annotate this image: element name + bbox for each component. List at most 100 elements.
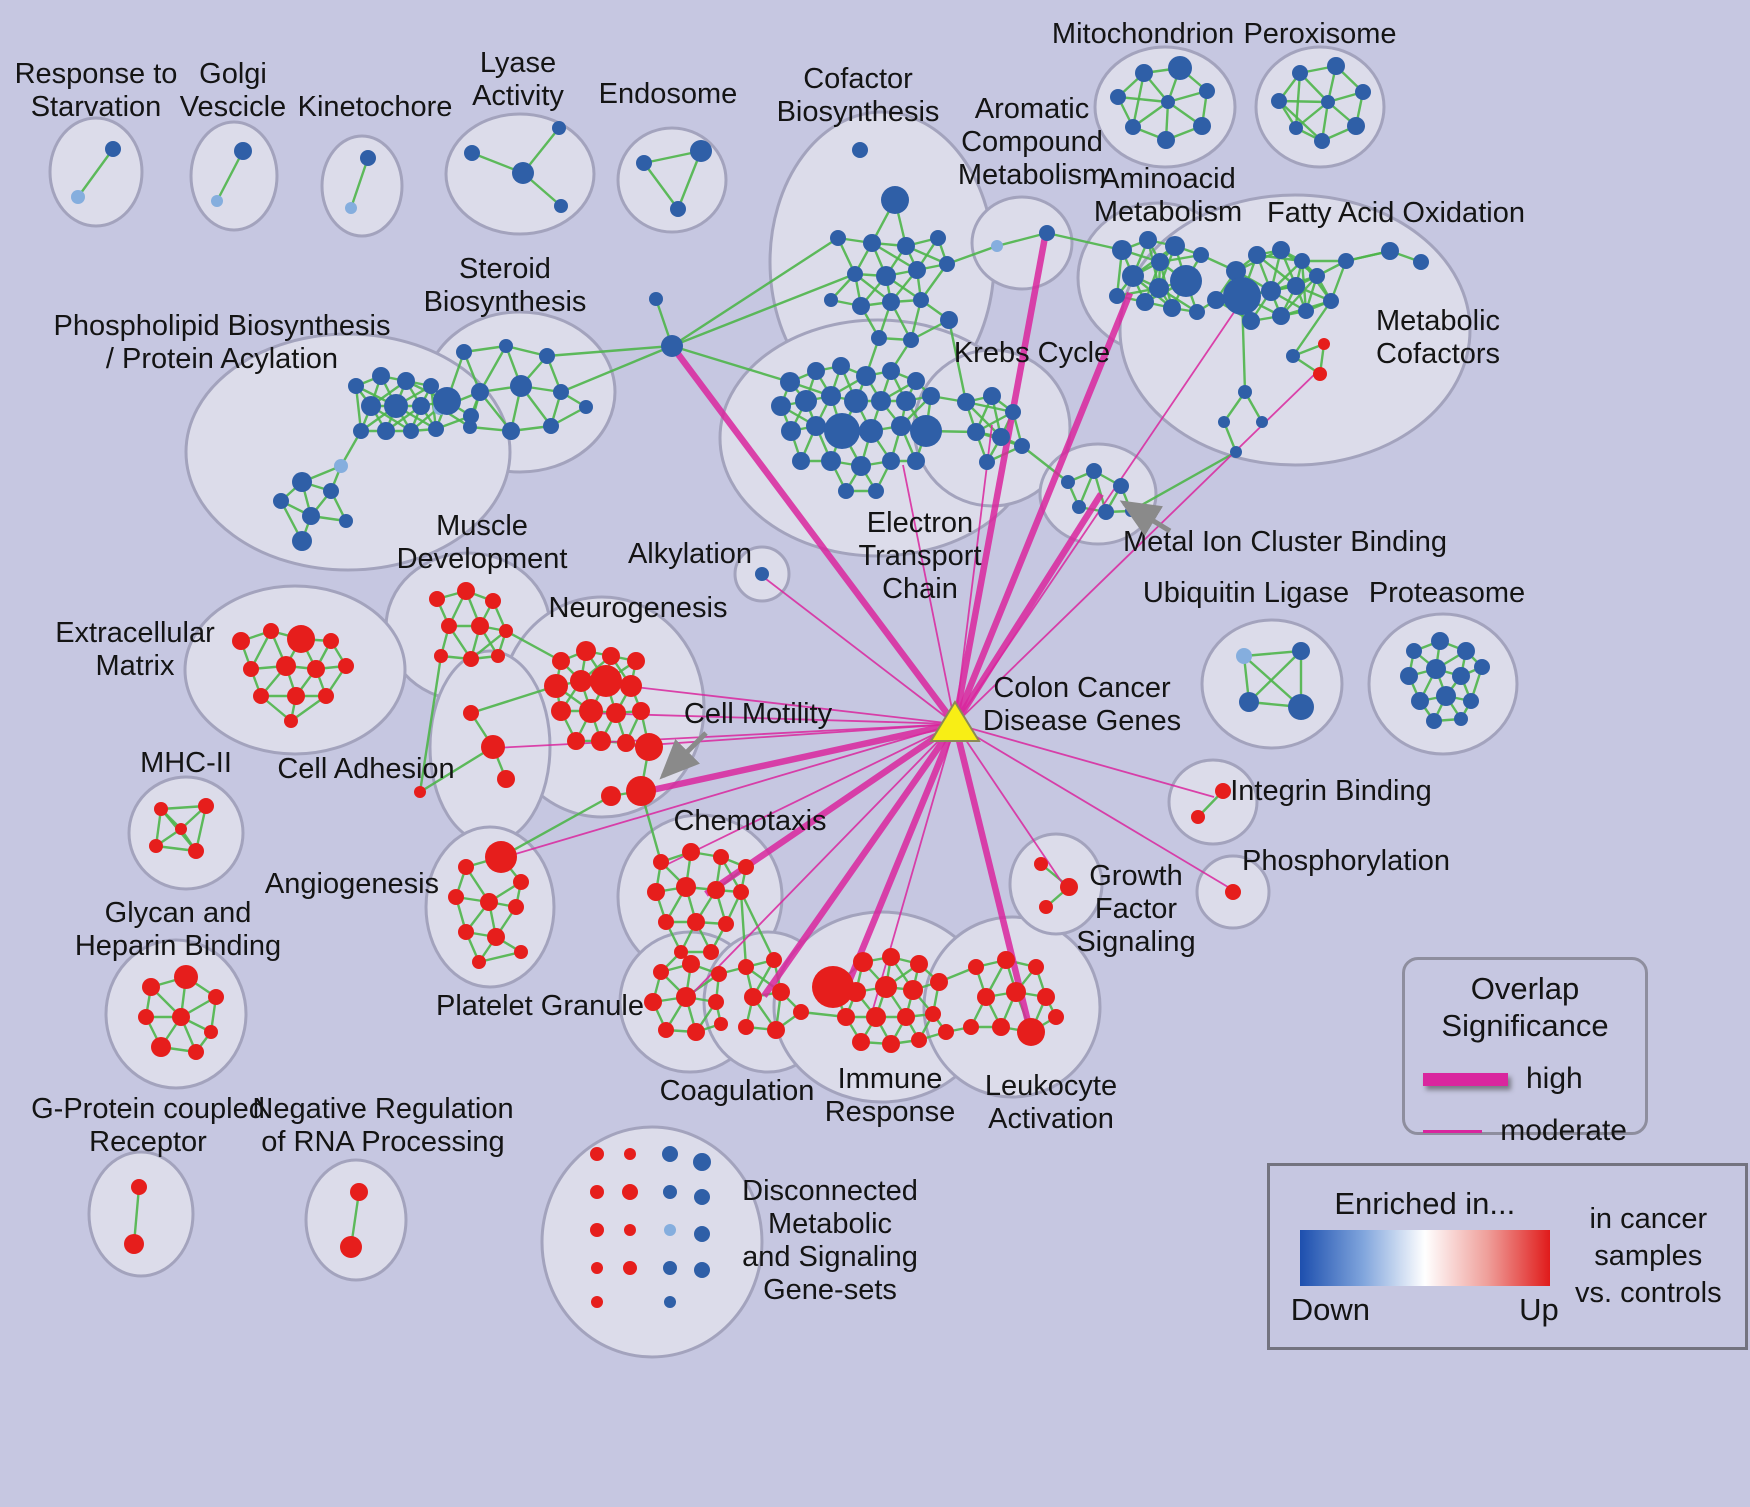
gene-set-node bbox=[591, 731, 611, 751]
cluster-label: Kinetochore bbox=[298, 91, 453, 123]
gene-set-node bbox=[348, 378, 364, 394]
gene-set-node bbox=[1109, 288, 1125, 304]
gene-set-node bbox=[853, 952, 873, 972]
gene-set-node bbox=[1226, 261, 1246, 281]
gene-set-node bbox=[1294, 253, 1310, 269]
gene-set-node bbox=[1191, 810, 1205, 824]
gene-set-node bbox=[664, 1224, 676, 1236]
cluster-label: Angiogenesis bbox=[265, 868, 439, 900]
gene-set-node bbox=[663, 1185, 677, 1199]
high-significance-line-swatch bbox=[1423, 1072, 1508, 1086]
gene-set-node bbox=[1157, 131, 1175, 149]
gene-set-node bbox=[622, 1184, 638, 1200]
gene-set-node bbox=[198, 798, 214, 814]
gene-set-node bbox=[138, 1009, 154, 1025]
gene-set-node bbox=[913, 292, 929, 308]
gene-set-node bbox=[658, 1022, 674, 1038]
gene-set-node bbox=[687, 1023, 705, 1041]
gene-set-node bbox=[485, 841, 517, 873]
gene-set-node bbox=[463, 651, 479, 667]
gene-set-node bbox=[1225, 884, 1241, 900]
cluster-label: Alkylation bbox=[628, 538, 752, 570]
gene-set-node bbox=[1426, 659, 1446, 679]
cluster-label: Mitochondrion bbox=[1052, 18, 1234, 50]
gene-set-node bbox=[868, 483, 884, 499]
gene-set-node bbox=[131, 1179, 147, 1195]
gene-set-node bbox=[485, 593, 501, 609]
gene-set-node bbox=[626, 776, 656, 806]
gene-set-node bbox=[733, 884, 749, 900]
enriched-title: Enriched in... bbox=[1334, 1185, 1516, 1221]
gene-set-node bbox=[188, 843, 204, 859]
gene-set-node bbox=[824, 413, 860, 449]
gene-set-node bbox=[579, 699, 603, 723]
gene-set-node bbox=[1163, 299, 1181, 317]
gene-set-node bbox=[676, 987, 696, 1007]
colon-cancer-disease-genes-triangle bbox=[929, 700, 981, 742]
gene-set-node bbox=[891, 416, 911, 436]
gene-set-node bbox=[579, 400, 593, 414]
gene-set-node bbox=[1313, 367, 1327, 381]
gene-set-node bbox=[1271, 93, 1287, 109]
gene-set-node bbox=[1248, 246, 1266, 264]
gene-set-node bbox=[1287, 277, 1305, 295]
gene-set-node bbox=[124, 1234, 144, 1254]
gene-set-node bbox=[851, 456, 871, 476]
overlap-moderate-row: moderate bbox=[1423, 1114, 1627, 1148]
gene-set-node bbox=[499, 624, 513, 638]
gene-set-node bbox=[1431, 632, 1449, 650]
gene-set-node bbox=[273, 493, 289, 509]
gene-set-node bbox=[793, 1004, 809, 1020]
cluster-label: Peroxisome bbox=[1243, 18, 1396, 50]
gene-set-node bbox=[624, 1224, 636, 1236]
gene-set-node bbox=[345, 202, 357, 214]
gene-set-node bbox=[480, 893, 498, 911]
gene-set-node bbox=[340, 1236, 362, 1258]
side-note-line1: in cancer bbox=[1589, 1203, 1708, 1235]
gene-set-node bbox=[653, 964, 669, 980]
gene-set-node bbox=[772, 983, 790, 1001]
gene-set-node bbox=[243, 661, 259, 677]
gene-set-node bbox=[384, 394, 408, 418]
gene-set-node bbox=[983, 387, 1001, 405]
gene-set-node bbox=[1457, 642, 1475, 660]
gene-set-node bbox=[105, 141, 121, 157]
gene-set-node bbox=[991, 240, 1003, 252]
gene-set-node bbox=[508, 899, 524, 915]
cluster-bubble-mhc-ii bbox=[127, 775, 245, 891]
gene-set-node bbox=[456, 344, 472, 360]
gene-set-node bbox=[627, 652, 645, 670]
gene-set-node bbox=[738, 959, 754, 975]
gene-set-node bbox=[552, 652, 570, 670]
gene-set-node bbox=[1014, 438, 1030, 454]
gene-set-node bbox=[844, 389, 868, 413]
gene-set-node bbox=[590, 1185, 604, 1199]
enriched-side-note: in cancer samples vs. controls bbox=[1566, 1201, 1731, 1312]
gene-set-node bbox=[284, 714, 298, 728]
gene-set-node bbox=[1230, 446, 1242, 458]
gene-set-node bbox=[1165, 236, 1185, 256]
gene-set-node bbox=[591, 1262, 603, 1274]
gene-set-node bbox=[497, 770, 515, 788]
gene-set-node bbox=[151, 1037, 171, 1057]
gene-set-node bbox=[591, 1296, 603, 1308]
gene-set-node bbox=[457, 582, 475, 600]
gene-set-node bbox=[882, 1035, 900, 1053]
moderate-significance-line-swatch bbox=[1423, 1129, 1483, 1133]
gene-set-node bbox=[1327, 57, 1345, 75]
gene-set-node bbox=[1207, 291, 1225, 309]
gene-set-node bbox=[903, 332, 919, 348]
gene-set-node bbox=[204, 1025, 218, 1039]
gene-set-node bbox=[903, 980, 923, 1000]
gene-set-node bbox=[866, 1007, 886, 1027]
down-label: Down bbox=[1290, 1291, 1371, 1327]
gene-set-node bbox=[830, 230, 846, 246]
gene-set-node bbox=[602, 647, 620, 665]
gene-set-node bbox=[1314, 133, 1330, 149]
gene-set-node bbox=[318, 688, 334, 704]
